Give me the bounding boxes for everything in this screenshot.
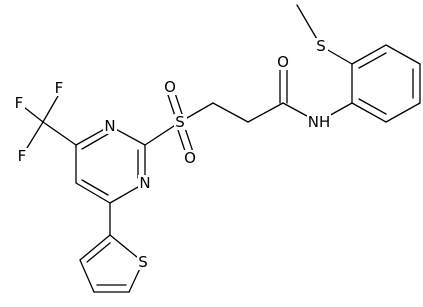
atom-label-f2: F: [55, 79, 64, 97]
fluorine-1: F: [13, 94, 25, 112]
bond-ph-c6-c1-double: [358, 98, 387, 115]
atom-label-f1: F: [15, 94, 24, 112]
atom-label-n-bottom: N: [139, 174, 150, 192]
thiophene-sulfur: S: [137, 253, 150, 271]
carbonyl-oxygen: O: [276, 53, 290, 71]
atom-label-o-bottom: O: [184, 149, 196, 167]
pyrimidine-n-bottom: N: [138, 174, 152, 192]
bond-ch2-co: [247, 102, 284, 123]
pyrimidine-n-top: N: [103, 117, 117, 135]
bond-c-f3: [26, 121, 44, 149]
atom-label-s-methyl: S: [316, 37, 326, 55]
atom-label-o-top: O: [164, 78, 176, 96]
atom-label-f3: F: [18, 147, 27, 165]
thioether-sulfur: S: [315, 37, 328, 55]
bond-c6-c5: [75, 182, 111, 204]
atom-label-n-top: N: [104, 117, 115, 135]
amide-nh: NH: [307, 113, 331, 131]
bond-c6-c5-double: [81, 179, 109, 196]
bond-ch2-ch2: [212, 102, 249, 123]
atom-labels: F F F N N S S O: [13, 37, 331, 271]
atom-label-s-thiophene: S: [138, 253, 148, 271]
bond-ph-c5-c6: [385, 102, 421, 123]
bond-ph-c2-c3: [351, 44, 387, 65]
fluorine-2: F: [53, 79, 65, 97]
fluorine-3: F: [16, 147, 28, 165]
atom-label-o-carbonyl: O: [277, 53, 289, 71]
bond-th-c3-c2: [79, 234, 111, 261]
sulfonyl-sulfur: S: [174, 113, 187, 131]
bond-ph-c6-c1: [351, 102, 387, 123]
sulfonyl-oxygen-top: O: [163, 78, 177, 96]
sulfonyl-oxygen-bottom: O: [183, 149, 197, 167]
bonds: [19, 4, 421, 293]
bond-ph-c2-c3-double: [358, 52, 387, 69]
atom-label-s-sulfonyl: S: [175, 113, 185, 131]
bond-th-c4-c3: [79, 259, 95, 293]
bond-th-c3-c2-double: [86, 242, 111, 263]
bond-ph-c3-c4: [385, 44, 421, 65]
atom-label-nh: NH: [308, 113, 331, 131]
bond-c-f2: [42, 95, 59, 123]
bond-cf3-ring: [42, 121, 77, 146]
bond-c4-n3-double: [81, 133, 109, 150]
